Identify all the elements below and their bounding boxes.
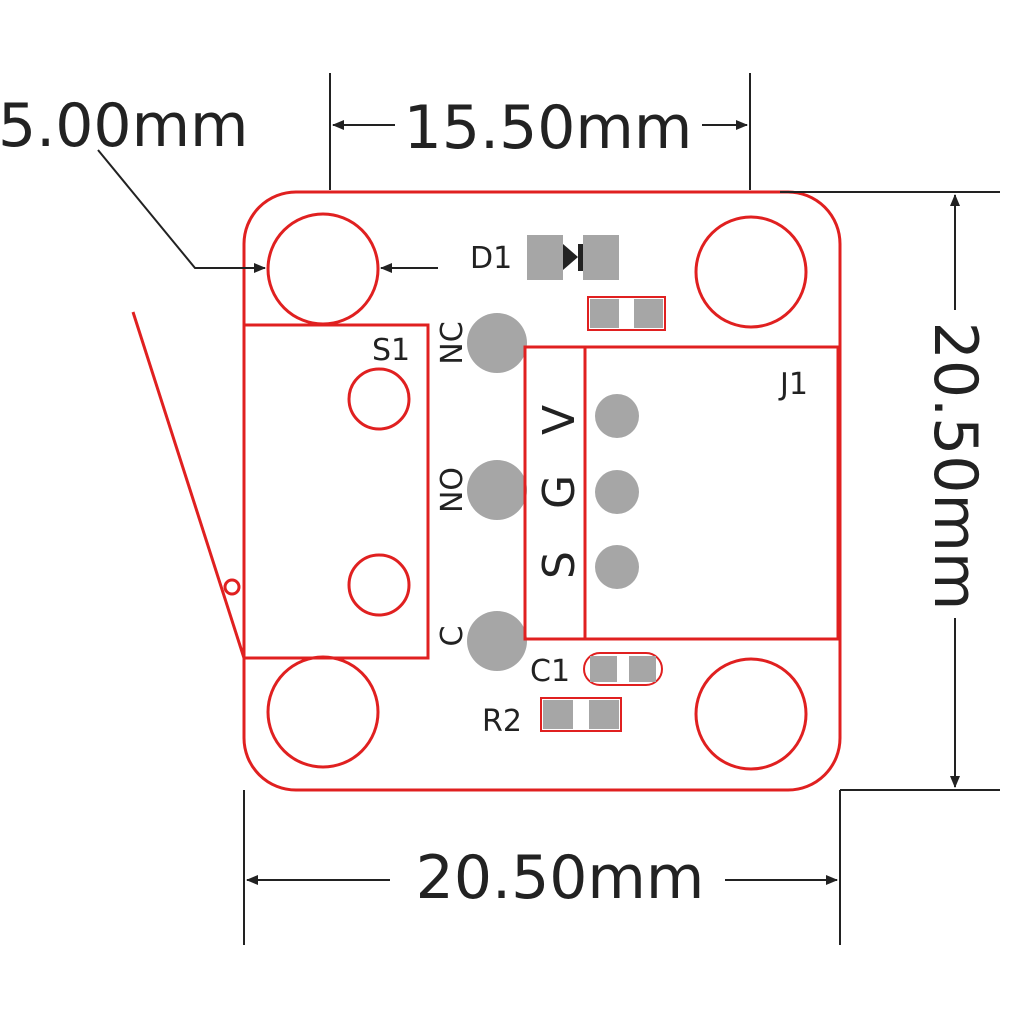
connector-j1: V G S J1: [523, 345, 840, 641]
resistor-r2: R2: [482, 697, 622, 739]
dimension-hole-spacing: 15.50mm: [329, 73, 751, 190]
pad-no: [467, 460, 527, 520]
dimension-board-width: 20.50mm: [243, 790, 841, 945]
board-width-text: 20.50mm: [416, 843, 705, 913]
board-height-text: 20.50mm: [920, 322, 990, 611]
pad-nc: [467, 313, 527, 373]
switch-s1: S1: [131, 311, 430, 660]
dimension-hole-diameter: 5.00mm: [0, 91, 438, 273]
pin-label-no: NO: [435, 467, 470, 513]
mounting-hole-top-right: [694, 215, 808, 329]
pin-label-g: G: [534, 475, 585, 509]
r2-label: R2: [482, 704, 522, 739]
capacitor-c1: C1: [530, 652, 663, 689]
hole-diameter-text: 5.00mm: [0, 91, 249, 161]
mounting-hole-bottom-right: [694, 657, 808, 771]
mounting-hole-bottom-left: [266, 655, 380, 769]
j1-label: J1: [778, 367, 808, 402]
s1-label: S1: [372, 333, 410, 368]
pad-c: [467, 611, 527, 671]
hole-spacing-text: 15.50mm: [404, 93, 693, 163]
diode-d1: D1: [470, 235, 619, 280]
dimension-board-height: 20.50mm: [780, 191, 1000, 791]
d1-label: D1: [470, 241, 512, 276]
pin-label-v: V: [534, 405, 585, 435]
mounting-hole-top-left: [266, 212, 380, 326]
c1-label: C1: [530, 654, 570, 689]
pin-label-s: S: [534, 551, 585, 579]
pin-label-nc: NC: [435, 321, 470, 364]
pin-label-c: C: [435, 626, 470, 647]
resistor-unlabeled: [587, 296, 666, 331]
